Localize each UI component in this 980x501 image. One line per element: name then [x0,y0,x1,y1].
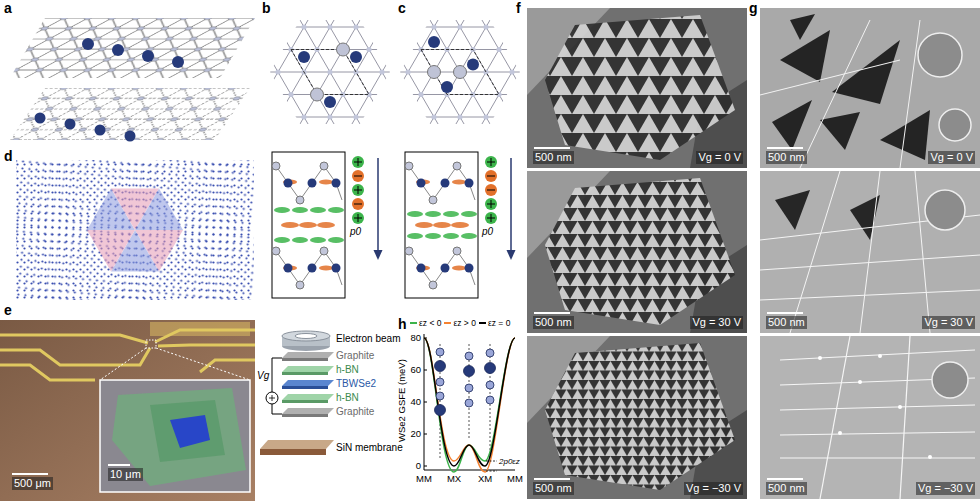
device-photo [0,320,255,501]
panel-letter: g [749,0,758,17]
panel-letter: d [4,148,13,165]
legend-item: εz = 0 [479,318,510,328]
dipole-symbols-c [485,156,516,260]
panel-letter: a [4,0,12,17]
scale-label: 500 nm [533,151,574,164]
gate-label: Vg = 30 V [922,316,975,329]
legend-item: εz < 0 [410,318,441,328]
scale-label: 500 nm [766,151,807,164]
scale-label: 500 nm [766,316,807,329]
tick-label: MM [507,473,523,484]
gsfe-plot [424,334,515,472]
panel-letter: b [262,0,271,17]
plot-legend: εz < 0 εz > 0 εz = 0 [410,318,510,328]
layer-label: Electron beam [336,333,400,345]
legend-text: εz > 0 [453,318,475,328]
tem-images-g [760,8,980,499]
tick-label: 20 [410,428,421,439]
legend-line-sample [410,322,417,324]
voltage-label: Vg [257,370,269,382]
layer-label: h-BN [336,364,359,376]
dipole-symbols-b [352,156,383,260]
legend-line-sample [479,322,486,324]
tem-images-f [527,8,747,499]
dipole-label: p0 [350,226,361,238]
tick-label: XM [478,473,492,484]
panel-letter: c [398,0,406,17]
gate-label: Vg = −30 V [916,482,975,495]
panel-letter: f [516,0,521,17]
scale-label: 500 μm [12,477,53,490]
layer-label: Graphite [336,406,374,418]
layer-label: h-BN [336,392,359,404]
stacking-top-view-b [270,20,390,124]
gate-label: Vg = −30 V [684,482,743,495]
bilayer-lattice [10,18,255,142]
stacking-top-view-c [400,20,520,124]
moire-lattice [16,160,254,300]
gate-label: Vg = 0 V [696,151,743,164]
layer-label: Graphite [336,350,374,362]
gate-label: Vg = 0 V [928,151,975,164]
panel-letter: h [398,316,407,333]
panel-letter: e [4,302,12,319]
layer-label: SiN membrane [336,442,403,454]
scale-label: 500 nm [533,316,574,329]
scale-label: 10 μm [108,468,143,481]
annotation: 2p0εz [499,457,520,467]
charge-density-c [405,152,478,298]
legend-line-sample [444,322,451,324]
scale-label: 500 nm [533,482,574,495]
tick-label: MM [416,473,432,484]
tick-label: 40 [410,396,421,407]
legend-item: εz > 0 [444,318,475,328]
legend-text: εz < 0 [419,318,441,328]
tick-label: 0 [416,460,421,471]
gate-label: Vg = 30 V [690,316,743,329]
scale-label: 500 nm [766,482,807,495]
device-schematic [260,331,334,455]
charge-density-b [272,152,345,298]
legend-text: εz = 0 [488,318,510,328]
axis-title: WSe2 GSFE (meV) [396,359,407,442]
tick-label: 80 [410,332,421,343]
tick-label: MX [447,473,461,484]
layer-label: TBWSe2 [336,378,376,390]
dipole-label: p0 [482,226,493,238]
tick-label: 60 [410,364,421,375]
